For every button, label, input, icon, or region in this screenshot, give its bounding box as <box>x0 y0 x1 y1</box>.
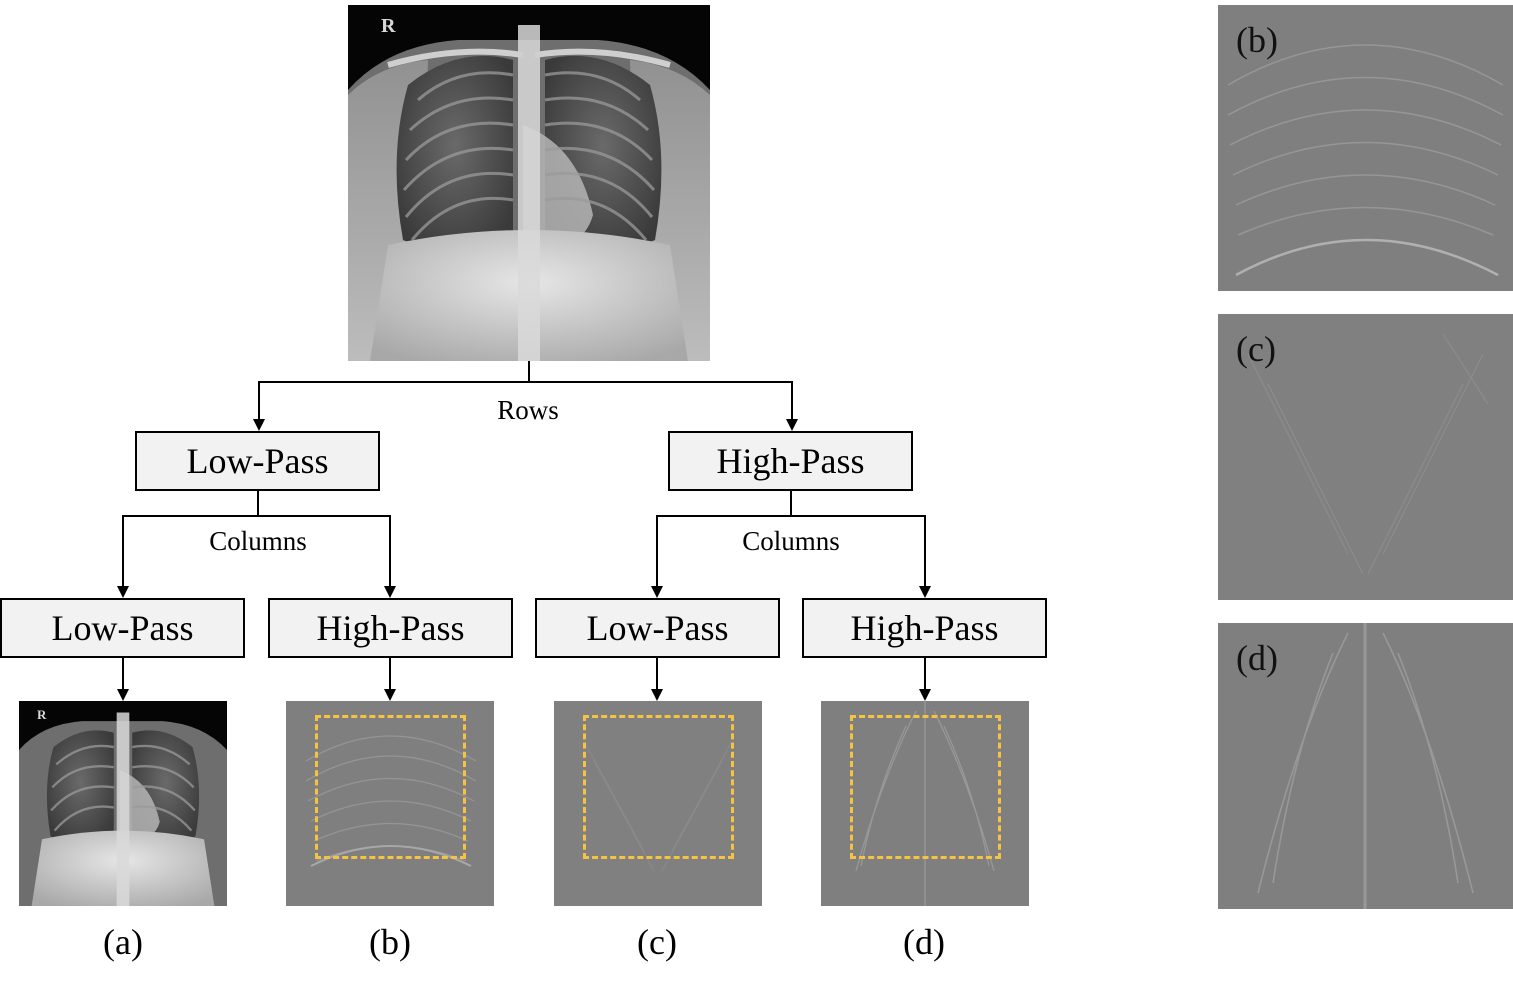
subband-a-image: R <box>19 701 227 906</box>
connector <box>258 381 793 383</box>
connector <box>122 515 391 517</box>
connector <box>790 491 792 516</box>
roi-box-b <box>315 715 466 859</box>
source-xray-image: R <box>348 5 710 361</box>
zoom-panel-c-label: (c) <box>1236 329 1276 369</box>
connector <box>122 515 124 586</box>
arrow-icon <box>919 586 931 598</box>
connector <box>656 515 926 517</box>
arrow-icon <box>919 689 931 701</box>
row-high-pass-box: High-Pass <box>668 431 913 491</box>
roi-box-d <box>850 715 1001 859</box>
connector <box>122 658 124 690</box>
caption-b: (b) <box>369 922 411 962</box>
caption-a: (a) <box>103 922 143 962</box>
zoom-panel-b: (b) <box>1218 5 1513 291</box>
arrow-icon <box>117 689 129 701</box>
subband-a-marker: R <box>37 707 47 722</box>
roi-box-c <box>583 715 734 859</box>
connector <box>258 381 260 419</box>
arrow-icon <box>651 689 663 701</box>
connector <box>924 658 926 690</box>
rows-label: Rows <box>497 395 559 425</box>
connector <box>924 515 926 586</box>
subband-b-image <box>286 701 494 906</box>
zoom-panel-d-label: (d) <box>1236 638 1278 678</box>
col-low-pass-box-a: Low-Pass <box>0 598 245 658</box>
col-high-pass-box-b: High-Pass <box>268 598 513 658</box>
columns-label-left: Columns <box>209 526 307 556</box>
col-low-pass-box-c: Low-Pass <box>535 598 780 658</box>
arrow-icon <box>384 586 396 598</box>
connector <box>656 658 658 690</box>
connector <box>791 381 793 419</box>
source-marker: R <box>381 15 396 37</box>
row-low-pass-box: Low-Pass <box>135 431 380 491</box>
arrow-icon <box>384 689 396 701</box>
connector <box>257 491 259 516</box>
caption-c: (c) <box>637 922 677 962</box>
connector <box>389 658 391 690</box>
arrow-icon <box>786 419 798 431</box>
connector <box>389 515 391 586</box>
connector <box>656 515 658 586</box>
subband-c-image <box>554 701 762 906</box>
caption-d: (d) <box>903 922 945 962</box>
zoom-panel-d: (d) <box>1218 623 1513 909</box>
connector <box>528 361 530 382</box>
arrow-icon <box>253 419 265 431</box>
zoom-panel-c: (c) <box>1218 314 1513 600</box>
col-high-pass-box-d: High-Pass <box>802 598 1047 658</box>
subband-d-image <box>821 701 1029 906</box>
columns-label-right: Columns <box>742 526 840 556</box>
zoom-panel-b-label: (b) <box>1236 20 1278 60</box>
arrow-icon <box>117 586 129 598</box>
arrow-icon <box>651 586 663 598</box>
